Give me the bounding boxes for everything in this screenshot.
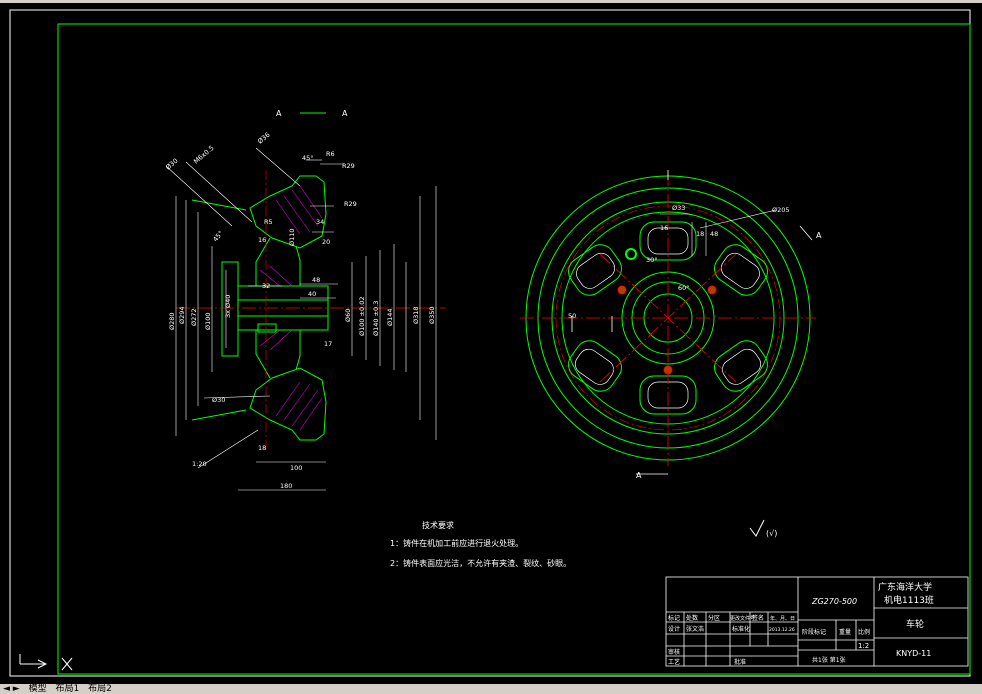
title-school: 广东海洋大学 <box>878 581 932 593</box>
notes-line-1: 1：铸件在机加工前应进行退火处理。 <box>390 538 523 548</box>
dim-label: 48 <box>312 276 320 284</box>
title-part-name: 车轮 <box>906 618 924 630</box>
title-signature: 签名 <box>752 614 764 622</box>
dim-label: 45° <box>302 154 314 162</box>
dim-label: 20 <box>322 238 330 246</box>
front-view[interactable]: A A Ø205 Ø33 16 18 48 30° 60° 50 <box>520 170 822 480</box>
title-weight: 重量 <box>839 628 851 636</box>
title-material: ZG270-500 <box>811 597 857 606</box>
ucs-icon <box>19 654 73 671</box>
roughness-text: (√) <box>766 529 777 538</box>
dim-label: 30° <box>646 256 658 264</box>
dim-label: 16 <box>258 236 266 244</box>
section-label-bottom: A <box>636 471 642 480</box>
title-zone: 分区 <box>708 614 720 622</box>
dim-label: 50 <box>568 312 576 320</box>
dim-label: 16 <box>660 224 668 232</box>
dim-label: 60° <box>678 284 690 292</box>
title-scale-label: 比例 <box>858 628 870 636</box>
tab-layout1[interactable]: 布局1 <box>55 684 80 694</box>
section-marker-top: A A <box>276 109 348 118</box>
dim-label: Ø100 ±0.02 <box>358 296 366 336</box>
dim-label: Ø272 <box>190 308 198 326</box>
technical-notes: 技术要求 1：铸件在机加工前应进行退火处理。 2：铸件表面应光洁，不允许有夹渣、… <box>390 520 571 568</box>
dim-label: 18 <box>258 444 266 452</box>
dim-label: 32 <box>262 282 270 290</box>
dim-label: Ø318 <box>412 306 420 324</box>
bolt-hole <box>257 323 277 333</box>
dim-label: Ø144 <box>386 308 394 326</box>
layout-tab-bar: ◄ ► 模型 布局1 布局2 <box>0 684 982 694</box>
dim-label: Ø140 ±0.3 <box>372 301 380 336</box>
dim-label: 1:20 <box>192 460 207 468</box>
dim-label: Ø294 <box>178 306 186 324</box>
dim-label: 34 <box>316 218 324 226</box>
window-top-strip <box>0 0 982 3</box>
title-change-doc: 更改文件号 <box>730 615 755 622</box>
rim-lower-profile <box>249 367 327 441</box>
dim-label: R29 <box>342 162 355 170</box>
dim-label: Ø30 <box>164 157 179 172</box>
section-view[interactable]: Ø30 M6x0.5 Ø36 45° R6 R29 R29 34 45° 16 … <box>164 131 446 491</box>
bolt-holes <box>617 285 717 375</box>
outer-frame <box>9 9 971 677</box>
dim-label: 18 <box>696 230 704 238</box>
tab-model[interactable]: 模型 <box>28 684 47 694</box>
dim-label: Ø110 <box>288 228 296 246</box>
dim-label: 180 <box>280 482 292 490</box>
section-label-top-right: A <box>342 109 348 118</box>
tab-layout2[interactable]: 布局2 <box>88 684 112 694</box>
title-date-value: 2013.12.26 <box>769 627 795 633</box>
dim-label: Ø36 <box>256 131 271 146</box>
title-mark: 标记 <box>668 614 680 622</box>
title-count: 处数 <box>686 614 698 622</box>
dim-label: 45° <box>211 229 225 243</box>
dim-label: Ø60 <box>344 309 352 322</box>
dim-label: 100 <box>290 464 302 472</box>
roughness-symbol: (√) <box>749 519 777 538</box>
title-date-label: 年、月、日 <box>770 615 795 622</box>
title-scale: 1:2 <box>858 642 869 650</box>
title-stage-mark: 阶段标记 <box>802 628 826 636</box>
dim-label: R29 <box>344 200 357 208</box>
dim-label: Ø205 <box>772 206 790 214</box>
dim-label: Ø33 <box>672 204 685 212</box>
section-label-side: A <box>816 231 822 240</box>
title-block[interactable] <box>665 576 969 667</box>
dim-label: 40 <box>308 290 316 298</box>
notes-title: 技术要求 <box>422 520 454 530</box>
dim-label: R5 <box>264 218 273 226</box>
title-process: 工艺 <box>668 658 680 666</box>
dim-label: 3x Ø40 <box>224 295 232 318</box>
title-class: 机电1113班 <box>884 594 934 606</box>
notes-line-2: 2：铸件表面应光洁，不允许有夹渣、裂纹、砂眼。 <box>390 558 571 568</box>
tab-nav-arrows[interactable]: ◄ ► <box>3 684 20 694</box>
title-designer: 张文浩 <box>686 625 704 633</box>
dim-label: Ø280 <box>168 312 176 330</box>
dim-label: R6 <box>326 150 335 158</box>
title-design: 设计 <box>668 625 680 633</box>
inner-frame <box>57 23 971 675</box>
dim-label: Ø350 <box>428 306 436 324</box>
dim-label: Ø30 <box>212 396 225 404</box>
title-drawing-no: KNYD-11 <box>896 649 931 658</box>
title-approve: 批准 <box>734 658 746 666</box>
title-standard: 标准化 <box>732 625 750 633</box>
title-sheets: 共1张 第1张 <box>812 656 846 664</box>
dim-label: 48 <box>710 230 718 238</box>
dim-label: M6x0.5 <box>192 144 215 166</box>
dim-label: 17 <box>324 340 332 348</box>
section-label-top-left: A <box>276 109 282 118</box>
title-review: 审核 <box>668 648 680 656</box>
rim-upper-profile <box>249 175 327 249</box>
dim-label: Ø100 <box>204 312 212 330</box>
